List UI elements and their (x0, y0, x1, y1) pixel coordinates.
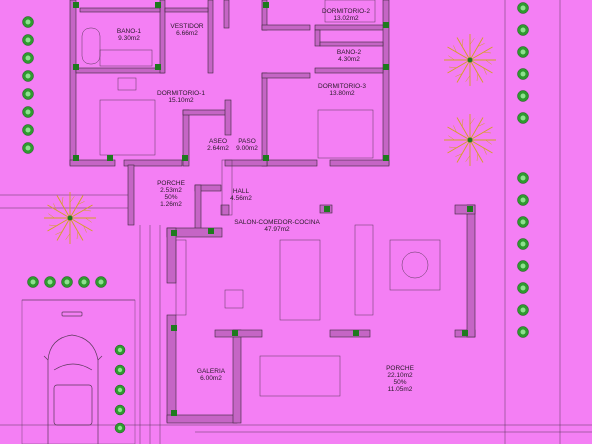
shrub-icon (114, 364, 126, 376)
shrub-icon (517, 2, 529, 14)
fixtures (81, 0, 441, 397)
shrub-icon (22, 88, 34, 100)
shrub-icon (517, 68, 529, 80)
shrub-icon (22, 52, 34, 64)
shrub-icon (22, 70, 34, 82)
shrub-icon (78, 276, 90, 288)
shrub-icon (517, 326, 529, 338)
palm-tree-icon (44, 192, 96, 244)
shrub-icon (114, 344, 126, 356)
shrub-icon (95, 276, 107, 288)
shrub-icon (22, 106, 34, 118)
parking-area (21, 299, 136, 444)
palm-tree-icon (444, 114, 496, 166)
walls (69, 0, 476, 424)
shrub-icon (517, 260, 529, 272)
shrub-icon (517, 172, 529, 184)
shrubs (22, 2, 529, 434)
shrub-icon (517, 90, 529, 102)
shrub-icon (22, 124, 34, 136)
shrub-icon (517, 282, 529, 294)
shrub-icon (114, 422, 126, 434)
shrub-icon (517, 46, 529, 58)
trees (44, 34, 496, 244)
car-icon (43, 311, 103, 444)
shrub-icon (114, 384, 126, 396)
shrub-icon (22, 34, 34, 46)
shrub-icon (517, 194, 529, 206)
structural-columns (73, 2, 473, 416)
shrub-icon (517, 304, 529, 316)
shrub-icon (61, 276, 73, 288)
shrub-icon (517, 238, 529, 250)
shrub-icon (22, 142, 34, 154)
shrub-icon (22, 16, 34, 28)
shrub-icon (517, 24, 529, 36)
shrub-icon (517, 112, 529, 124)
shrub-icon (27, 276, 39, 288)
shrub-icon (44, 276, 56, 288)
palm-tree-icon (444, 34, 496, 86)
shrub-icon (517, 216, 529, 228)
shrub-icon (114, 404, 126, 416)
